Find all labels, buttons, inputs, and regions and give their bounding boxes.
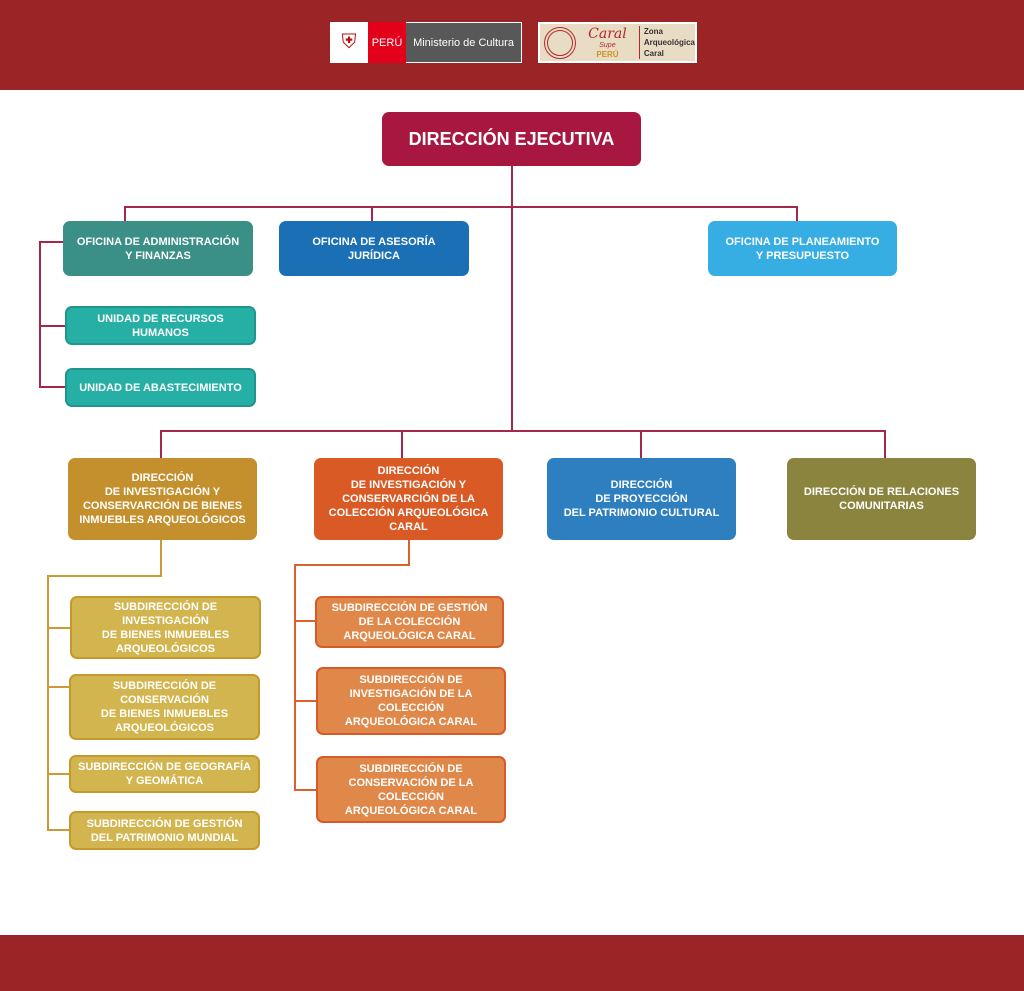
oficina-planeamiento[interactable]: OFICINA DE PLANEAMIENTO Y PRESUPUESTO — [708, 221, 897, 276]
connector — [294, 620, 316, 622]
sub-investigacion-coleccion[interactable]: SUBDIRECCIÓN DE INVESTIGACIÓN DE LA COLE… — [316, 667, 506, 735]
direccion-proyeccion[interactable]: DIRECCIÓN DE PROYECCIÓN DEL PATRIMONIO C… — [547, 458, 736, 540]
connector — [408, 540, 410, 566]
sub-conservacion-bienes[interactable]: SUBDIRECCIÓN DE CONSERVACIÓN DE BIENES I… — [69, 674, 260, 740]
zona-label: Zona Arqueológica Caral — [638, 26, 695, 59]
connector — [39, 241, 41, 387]
direccion-bienes-inmuebles[interactable]: DIRECCIÓN DE INVESTIGACIÓN Y CONSERVARCI… — [68, 458, 257, 540]
oficina-administracion[interactable]: OFICINA DE ADMINISTRACIÓN Y FINANZAS — [63, 221, 253, 276]
sub-conservacion-coleccion[interactable]: SUBDIRECCIÓN DE CONSERVACIÓN DE LA COLEC… — [316, 756, 506, 823]
connector — [124, 206, 126, 221]
connector — [294, 789, 316, 791]
caral-sub: Supe — [599, 42, 616, 49]
unidad-recursos-humanos[interactable]: UNIDAD DE RECURSOS HUMANOS — [65, 306, 256, 345]
connector — [47, 773, 70, 775]
connector — [39, 386, 65, 388]
unidad-abastecimiento[interactable]: UNIDAD DE ABASTECIMIENTO — [65, 368, 256, 407]
connector — [124, 206, 798, 208]
sub-investigacion-bienes[interactable]: SUBDIRECCIÓN DE INVESTIGACIÓN DE BIENES … — [70, 596, 261, 659]
connector — [47, 627, 70, 629]
ministry-logo: ⛨ PERÚ Ministerio de Cultura — [330, 22, 522, 63]
connector — [39, 325, 65, 327]
connector — [160, 430, 886, 432]
oficina-asesoria[interactable]: OFICINA DE ASESORÍA JURÍDICA — [279, 221, 469, 276]
footer-band — [0, 935, 1024, 991]
caral-wordmark: Caral — [588, 26, 627, 42]
peru-label: PERÚ — [368, 22, 406, 63]
sub-geografia[interactable]: SUBDIRECCIÓN DE GEOGRAFÍA Y GEOMÁTICA — [69, 755, 260, 793]
connector — [294, 564, 296, 791]
connector — [640, 430, 642, 458]
ministry-label: Ministerio de Cultura — [406, 23, 521, 62]
connector — [47, 829, 70, 831]
connector — [47, 575, 49, 831]
direccion-relaciones[interactable]: DIRECCIÓN DE RELACIONES COMUNITARIAS — [787, 458, 976, 540]
coat-of-arms-icon: ⛨ — [341, 31, 357, 53]
connector — [884, 430, 886, 458]
connector — [796, 206, 798, 221]
connector — [294, 700, 316, 702]
spiral-icon — [544, 26, 576, 59]
connector — [294, 564, 410, 566]
connector — [39, 241, 64, 243]
connector — [371, 206, 373, 221]
direccion-coleccion-caral[interactable]: DIRECCIÓN DE INVESTIGACIÓN Y CONSERVARCI… — [314, 458, 503, 540]
sub-patrimonio-mundial[interactable]: SUBDIRECCIÓN DE GESTIÓN DEL PATRIMONIO M… — [69, 811, 260, 850]
connector — [401, 430, 403, 458]
caral-country: PERÚ — [596, 50, 619, 59]
connector — [47, 686, 70, 688]
connector — [47, 575, 162, 577]
caral-logo: Caral Supe PERÚ Zona Arqueológica Caral — [538, 22, 697, 63]
connector — [160, 540, 162, 576]
sub-gestion-coleccion[interactable]: SUBDIRECCIÓN DE GESTIÓN DE LA COLECCIÓN … — [315, 596, 504, 648]
connector — [511, 166, 513, 431]
connector — [160, 430, 162, 458]
direccion-ejecutiva[interactable]: DIRECCIÓN EJECUTIVA — [382, 112, 641, 166]
